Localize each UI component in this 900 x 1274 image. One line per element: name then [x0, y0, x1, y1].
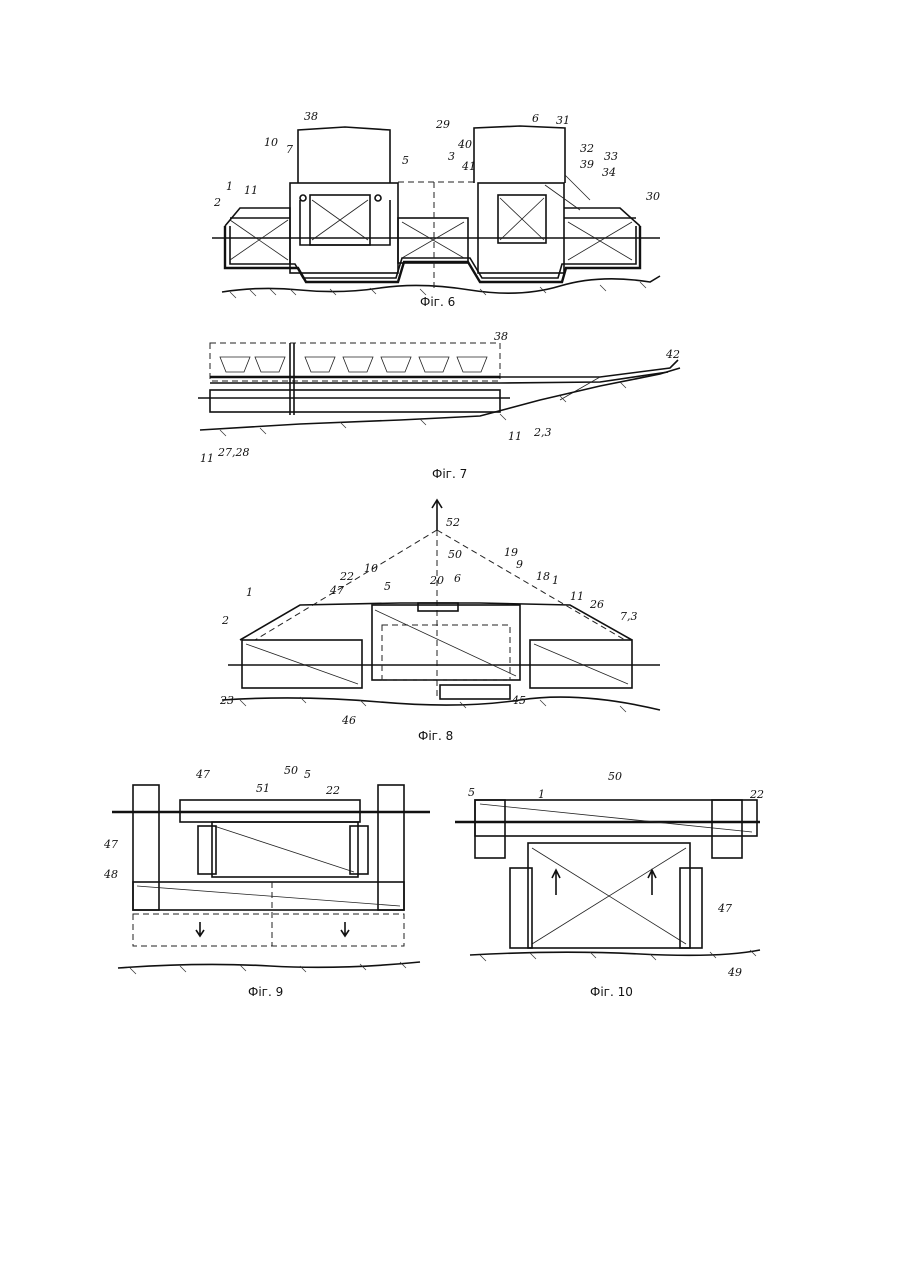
fig9-label: 47	[103, 838, 118, 851]
fig6-label: 41	[461, 160, 476, 173]
fig6-label: 5	[402, 154, 409, 167]
fig6-label: 7	[286, 143, 293, 156]
fig6-label: 40	[457, 138, 472, 151]
fig8-label: 6	[454, 572, 461, 585]
fig9-label: 50	[284, 764, 298, 777]
fig10-label: 5	[468, 786, 475, 799]
fig8-label: 26	[589, 598, 604, 611]
fig8-label: 50	[448, 548, 462, 561]
fig6-label: 29	[435, 118, 450, 131]
fig8-label: 9	[516, 558, 523, 571]
fig8-label: 46	[341, 714, 356, 727]
fig8-label: 45	[511, 694, 526, 707]
fig6-label: 31	[556, 114, 570, 127]
fig8-label: 52	[446, 516, 460, 529]
figure-6-caption: Фіг. 6	[420, 295, 455, 309]
fig6-label: 11	[244, 184, 258, 197]
fig8-label: 1	[552, 574, 559, 587]
fig6-label: 1	[226, 180, 233, 193]
fig10-label: 22	[749, 788, 764, 801]
fig6-label: 6	[532, 112, 539, 125]
fig8-label: 10	[364, 562, 378, 575]
fig8-label: 18	[536, 570, 550, 583]
fig7-label: 38	[494, 330, 508, 343]
fig10-label: 1	[538, 788, 545, 801]
fig7-label: 2,3	[533, 426, 552, 439]
fig8-label: 1	[246, 586, 253, 599]
figure-8: Фіг. 8 52 50 19 9 20 6 18 1 11 26 7,3 22…	[219, 500, 660, 743]
figure-8-caption: Фіг. 8	[418, 729, 453, 743]
fig6-label: 3	[448, 150, 455, 163]
fig6-label: 30	[646, 190, 660, 203]
fig6-label: 2	[213, 196, 221, 209]
fig9-label: 51	[256, 782, 270, 795]
fig8-label: 20	[429, 574, 444, 587]
fig8-label: 2	[221, 614, 229, 627]
fig8-label: 22	[339, 570, 354, 583]
fig6-label: 33	[604, 150, 618, 163]
fig8-label: 5	[384, 580, 391, 593]
fig7-label: 27,28	[217, 446, 250, 459]
figure-7: Фіг. 7 38 42 11 27,28 11 2,3	[198, 330, 680, 481]
fig6-label: 32	[580, 142, 594, 155]
fig6-label: 38	[304, 110, 318, 123]
fig7-label: 11	[200, 452, 214, 465]
fig7-label: 11	[508, 430, 522, 443]
fig9-label: 5	[304, 768, 311, 781]
fig6-label: 39	[580, 158, 594, 171]
fig9-label: 22	[325, 784, 340, 797]
fig9-label: 47	[195, 768, 210, 781]
fig9-label: 48	[103, 868, 118, 881]
figure-7-caption: Фіг. 7	[432, 467, 467, 481]
fig7-label: 42	[665, 348, 680, 361]
fig10-label: 49	[727, 966, 742, 979]
fig6-label: 34	[602, 166, 616, 179]
fig8-label: 11	[570, 590, 584, 603]
figure-10: Фіг. 10 50 5 1 22 47 49	[455, 770, 764, 999]
fig6-label: 10	[264, 136, 278, 149]
figure-9-caption: Фіг. 9	[248, 985, 283, 999]
figure-9: Фіг. 9 47 51 50 5 22 47 48	[103, 764, 430, 999]
figure-6: Фіг. 6 38 29 6 31 10 7 5 40 41 3 32 39 3…	[212, 110, 660, 309]
fig8-label: 47	[329, 584, 344, 597]
fig8-label: 7,3	[620, 610, 638, 623]
figure-10-caption: Фіг. 10	[590, 985, 633, 999]
fig10-label: 50	[608, 770, 622, 783]
fig8-label: 23	[219, 694, 234, 707]
fig10-label: 47	[717, 902, 732, 915]
